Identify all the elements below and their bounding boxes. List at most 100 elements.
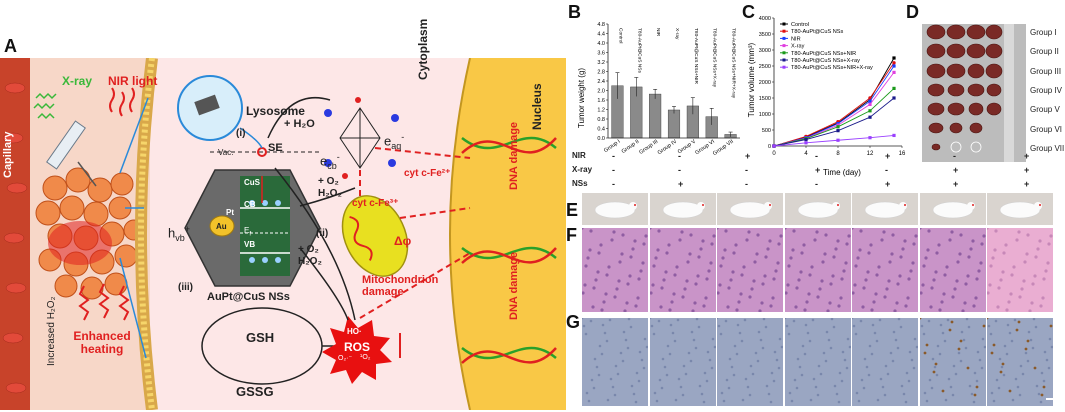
mouse-photo [987,193,1053,225]
y-tick-label: 3.2 [597,60,605,66]
legend-entry: X-ray [791,44,805,50]
y-axis-label: Tumor weight (g) [577,68,586,129]
uptake-arrows [119,97,149,359]
particle-label: AuPt@CuS NSs [207,291,290,303]
mouse-photo [852,193,918,225]
group-label: Group VI [1030,124,1063,134]
cb-label: CB [244,200,256,209]
treatment-sign: + [745,151,751,161]
treatment-sign: - [612,179,615,189]
legend-entry: T80-AuPt@CuS NSs+X-ray [712,28,718,88]
y-tick-label: 0.4 [597,127,605,133]
mechanism-schematic [0,58,566,410]
hydroxyl-label: HO· [347,327,362,336]
panel-label-e: E [566,200,579,220]
nucleus-label: Nucleus [530,83,544,130]
mouse-photo [649,193,716,225]
ecb-label: ecb- [320,152,340,171]
nir-light-icon [109,87,135,117]
hvb-label: hvb+ [168,224,191,243]
cyt-fe2-label: cyt c-Fe²⁺ [404,168,451,179]
y-tick-label: 2.0 [597,89,605,95]
treatment-sign: + [815,165,821,175]
he-stain-image [647,226,716,313]
series-line [773,62,895,147]
data-point [868,115,872,119]
treatment-row-label: NSs [572,179,588,188]
vacancy-label: Vac. [218,148,234,157]
syringe-icon [46,120,97,187]
he-stain-image [580,226,648,313]
group-label: Group I [1030,28,1057,37]
data-point [892,86,896,90]
y-tick-label: 4.4 [597,32,605,38]
treatment-sign: + [953,179,959,189]
y-tick-label: 1000 [759,112,771,118]
data-point [868,102,872,106]
treatment-sign: - [612,165,615,175]
ihc-stain-image [918,316,986,406]
treatment-sign: + [1024,179,1030,189]
data-point [892,96,896,100]
h2o2-label-b: H₂O₂ [298,256,322,267]
treatment-row-label: X-ray [572,165,593,174]
dna-icon [461,136,557,364]
ihc-stain-image [850,316,919,406]
tumor-weight-chart: Tumor weight (g) 0.00.40.81.21.62.02.42.… [577,22,740,157]
x-tick-label: Group II [621,138,641,155]
x-axis-label: Time (day) [823,168,861,177]
gsh-label: GSH [246,330,275,345]
treatment-sign: - [678,165,681,175]
data-point [868,99,872,103]
y-tick-label: 0.0 [597,136,605,142]
ihc-stain-image [580,316,649,406]
data-point [868,109,872,113]
tumor-specimens [926,24,1003,151]
h2o2-label-a: H₂O₂ [318,188,342,199]
scale-bar [1046,398,1058,400]
legend-entry: T80-AuPt@CuS NSs+NIR [693,28,699,84]
x-tick-label: Group III [638,138,659,155]
step-i-label: (i) [236,128,246,139]
vb-label: VB [244,240,256,249]
lysosome-label: Lysosome [246,104,305,118]
water-label: + H₂O [284,118,315,130]
mouse-photo [582,193,648,225]
panel-label-b: B [568,2,581,22]
tumor-volume-chart: Tumor volume (mm³) Time (day) 0500100015… [747,16,906,177]
data-point [892,70,896,74]
group-label: Group II [1030,47,1059,57]
panel-label-c: C [742,2,755,22]
mouse-photo [919,193,986,225]
x-tick-label: 0 [772,151,776,157]
legend-entry: T80-AuPt@CuS NSs+NIR+X-ray [731,28,737,99]
data-point [892,56,896,60]
treatment-sign: - [815,179,818,189]
legend-entry: X-ray [674,28,680,40]
y-tick-label: 4.0 [597,41,605,47]
capillary-label: Capillary [2,131,14,178]
red-blood-cells [2,82,28,394]
ruler-icon [1004,24,1014,162]
heating-waves-icon [78,283,130,321]
gssg-label: GSSG [236,384,274,399]
y-tick-label: 500 [762,128,771,134]
treatment-sign: - [745,179,748,189]
data-point [868,96,872,100]
treatment-sign: - [885,165,888,175]
y-tick-label: 1500 [759,96,771,102]
heat-spot [48,221,112,265]
superoxide-label: O₂·⁻ [338,355,353,362]
legend-entry: Control [617,28,623,43]
legend-entry: T80-AuPt@CuS NSs+NIR [791,51,856,57]
group-label: Group III [1030,66,1062,76]
mouse-photo [717,193,783,225]
series-line [773,72,895,147]
au-label: Au [216,222,227,231]
y-tick-label: 2.8 [597,70,605,76]
x-tick-label: 12 [867,151,874,157]
panel-label-a: A [4,36,17,56]
x-tick-label: Group VII [712,138,735,157]
data-point [892,61,896,65]
legend-entry: T80-AuPt@CuS NSs [791,29,844,35]
